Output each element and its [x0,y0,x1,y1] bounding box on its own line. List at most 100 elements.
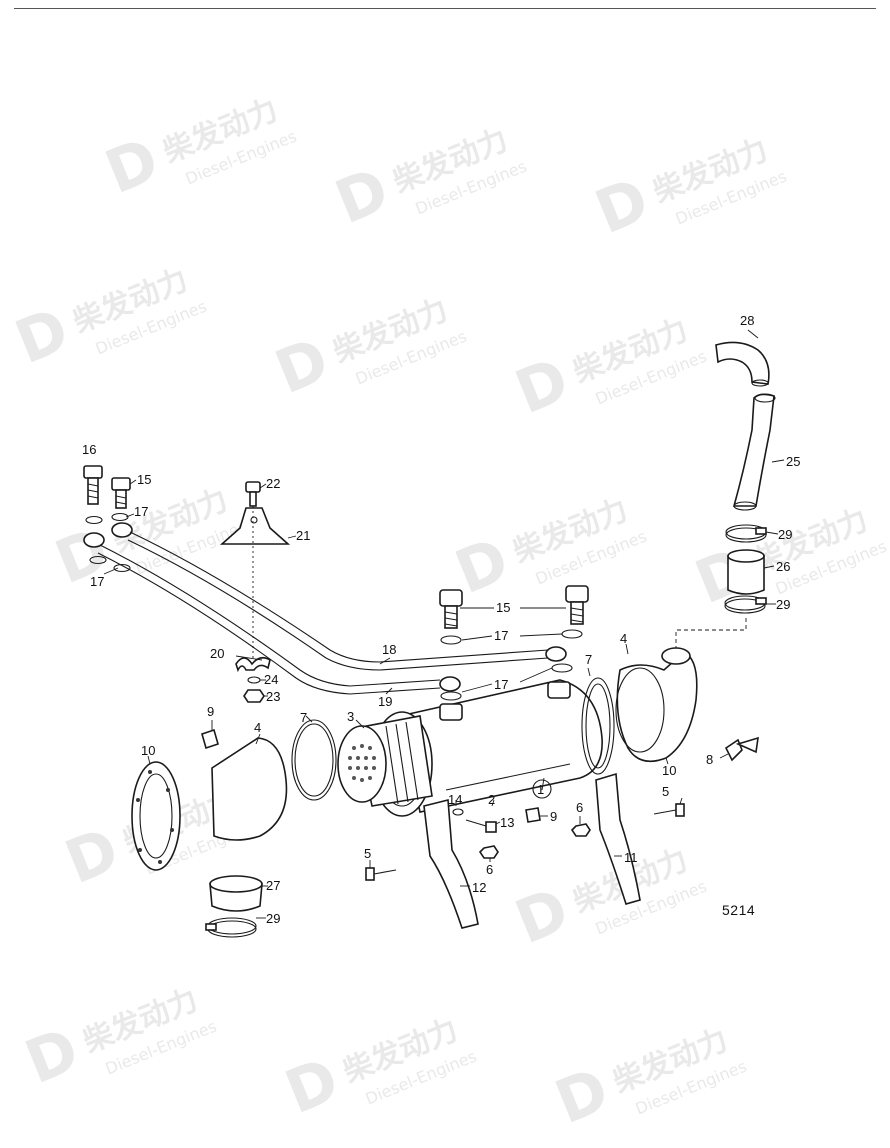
drain-cock-part-8 [724,736,759,762]
sleeve-part-27 [209,875,263,912]
callout-18: 18 [382,642,396,657]
callout-19: 19 [378,694,392,709]
banjo-bolt-part-15-left [111,477,131,509]
watermark: D 柴发动力 Diesel-Engines [586,133,789,249]
callout-circle [532,779,552,799]
plug-part-9-left [201,728,219,750]
tube-bundle-part-3 [337,715,433,807]
callout-24: 24 [264,672,278,687]
washer-part-17 [561,629,583,639]
callout-4: 4 [254,720,261,735]
callout-29: 29 [776,597,790,612]
banjo-bolt-part-15-right [565,585,589,625]
callout-1: 1 [537,782,544,797]
top-rule [14,8,876,9]
banjo-bolt-part-16 [83,465,103,505]
figure-number: 5214 [722,902,756,918]
washer-part-17 [113,563,131,573]
clip-part-20 [235,656,271,673]
callout-13: 13 [500,815,514,830]
callout-21: 21 [296,528,310,543]
hose-clamp-part-29-bottom [205,917,257,938]
banjo-bolt-part-15-center [439,589,463,629]
callout-10: 10 [141,743,155,758]
callout-4: 4 [620,631,627,646]
end-cover-part-4-right [615,647,698,763]
callout-6: 6 [486,862,493,877]
callout-29: 29 [778,527,792,542]
flange-part-10-left [131,761,181,871]
watermark: D 柴发动力 Diesel-Engines [266,293,469,409]
watermark: D 柴发动力 Diesel-Engines [6,263,209,379]
callout-15: 15 [496,600,510,615]
washer-part-17 [440,635,462,645]
washer-part-17 [551,663,573,673]
bracket-part-11 [595,772,641,905]
watermark: D 柴发动力 Diesel-Engines [546,1023,749,1139]
callout-labels: 1 2 3 4 4 5 5 6 6 7 7 8 9 9 10 10 11 12 … [82,313,800,926]
leader-lines [103,329,785,919]
callout-2: 2 [488,792,495,807]
callout-27: 27 [266,878,280,893]
rubber-hose-part-25 [732,393,775,507]
assembly-line-dashed [675,616,747,650]
hose-clamp-part-29-upper [725,524,767,543]
watermark: D 柴发动力 Diesel-Engines [506,313,709,429]
hose-clamp-part-29-lower [724,595,767,614]
callout-16: 16 [82,442,96,457]
watermark: D 柴发动力 Diesel-Engines [326,123,529,239]
callout-17: 17 [134,504,148,519]
pipe-part-18 [111,522,567,671]
callout-23: 23 [266,689,280,704]
callout-14: 14 [448,792,462,807]
sleeve-part-26 [727,549,765,595]
washer-part-24 [247,676,261,684]
callout-20: 20 [210,646,224,661]
nut-part-6-left [478,845,499,859]
nut-part-6-right [570,823,591,837]
callout-7: 7 [300,710,307,725]
nut-part-23 [243,689,265,703]
callout-6: 6 [576,800,583,815]
callout-29: 29 [266,911,280,926]
callout-10: 10 [662,763,676,778]
callout-28: 28 [740,313,754,328]
watermark: D 柴发动力 Diesel-Engines [276,1013,479,1129]
callout-15: 15 [137,472,151,487]
callout-22: 22 [266,476,280,491]
plug-part-9-right [525,807,541,823]
washer-part-17 [111,512,129,522]
gasket-part-7-left [291,719,337,801]
washer-part-17 [440,691,462,701]
watermark: D 柴发动力 Diesel-Engines [446,493,649,609]
callout-11: 11 [624,850,638,865]
end-cover-part-4-left [211,737,288,841]
callout-17: 17 [494,677,508,692]
callout-8: 8 [706,752,713,767]
pipe-part-19 [83,532,461,695]
washer-part-14 [452,808,464,816]
bolt-part-5-left [365,867,397,881]
callout-9: 9 [550,809,557,824]
callout-17: 17 [494,628,508,643]
watermark: D 柴发动力 Diesel-Engines [96,93,299,209]
hose-bend-part-28 [715,341,770,385]
callout-3: 3 [347,709,354,724]
gasket-part-7-right [581,677,615,775]
callout-26: 26 [776,559,790,574]
bolt-part-13 [465,819,497,833]
bolt-part-22 [245,481,261,507]
callout-5: 5 [662,784,669,799]
bolt-part-5-right [653,803,685,817]
callout-7: 7 [585,652,592,667]
callout-17: 17 [90,574,104,589]
callout-12: 12 [472,880,486,895]
washer-part-17 [85,515,103,525]
bracket-part-21 [219,507,291,545]
washer-part-17 [89,555,107,565]
callout-9: 9 [207,704,214,719]
callout-25: 25 [786,454,800,469]
callout-5: 5 [364,846,371,861]
bracket-part-12 [423,798,479,929]
